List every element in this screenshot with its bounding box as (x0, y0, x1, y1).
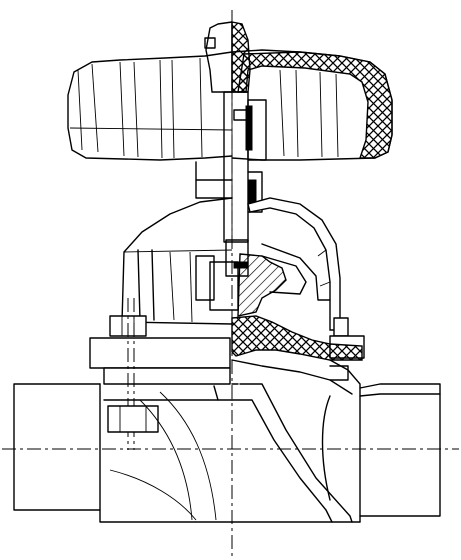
handwheel (67, 49, 393, 161)
pipe-left (13, 383, 101, 511)
bonnet-neck (195, 161, 233, 199)
bolting (89, 298, 365, 450)
compressor-section (237, 253, 287, 317)
pipe-right (359, 383, 441, 517)
valve-body (99, 359, 361, 523)
bolt-nut-right (333, 317, 349, 337)
spindle (223, 91, 267, 277)
handwheel-shell-section (237, 51, 393, 159)
bolt-nut-left-bottom (107, 405, 159, 433)
pipe-ends (13, 383, 441, 517)
stem-indicator (204, 21, 251, 93)
bonnet-shell-section (247, 197, 341, 331)
bonnet-flange-left (89, 337, 231, 369)
bonnet (121, 197, 341, 331)
center-lines (2, 10, 459, 556)
indicator-cap-section (231, 21, 251, 93)
diaphragm-section (231, 315, 363, 361)
